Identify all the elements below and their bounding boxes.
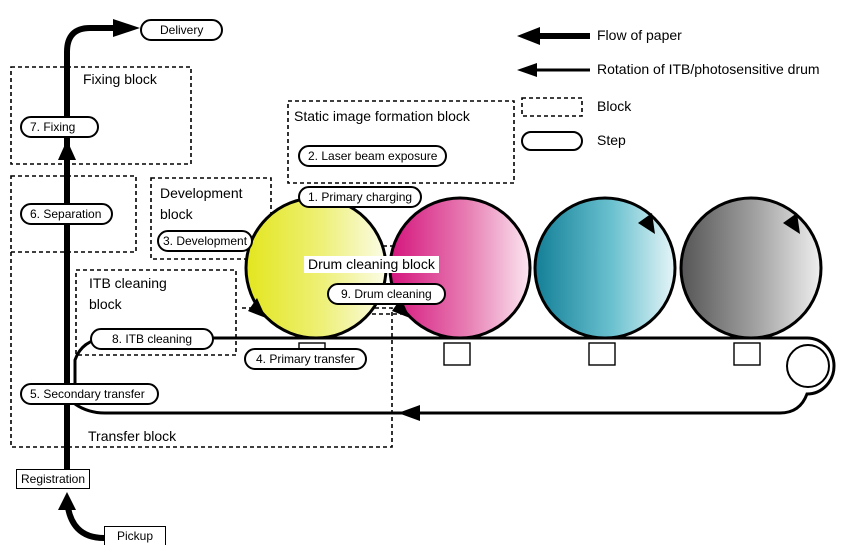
itb-belt-arrowhead <box>398 405 420 421</box>
fixing-block-title: Fixing block <box>83 71 157 87</box>
drum-black <box>679 196 823 340</box>
transfer-roller-3 <box>588 342 616 366</box>
itb-belt <box>74 336 836 415</box>
step-laser-beam-exposure: 2. Laser beam exposure <box>298 145 448 167</box>
step-itb-cleaning: 8. ITB cleaning <box>90 328 215 350</box>
legend-step-swatch <box>521 131 583 151</box>
legend-rotation-arrowhead <box>517 63 537 77</box>
transfer-block <box>10 175 137 253</box>
drum-cleaning-block-title: Drum cleaning block <box>304 256 439 273</box>
static-image-block-title: Static image formation block <box>294 108 470 124</box>
step-secondary-transfer: 5. Secondary transfer <box>20 383 159 405</box>
legend-step-label: Step <box>597 132 626 148</box>
development-block-title-line1: Development <box>160 185 243 201</box>
step-fixing: 7. Fixing <box>20 116 100 138</box>
itb-cleaning-block <box>75 269 237 356</box>
step-delivery: Delivery <box>140 19 224 41</box>
step-separation: 6. Separation <box>20 203 114 225</box>
step-primary-transfer: 4. Primary transfer <box>244 348 367 370</box>
legend-block-swatch <box>521 97 583 117</box>
legend-rotation-label: Rotation of ITB/photosensitive drum <box>597 61 820 77</box>
step-drum-cleaning: 9. Drum cleaning <box>327 283 446 305</box>
transfer-roller-4 <box>733 342 761 366</box>
static-image-block <box>287 100 515 184</box>
drum-yellow-arrow <box>248 298 266 318</box>
station-pickup: Pickup <box>104 526 167 545</box>
drum-magenta-arrow <box>392 298 410 318</box>
legend-flow-label: Flow of paper <box>597 27 682 43</box>
drum-cyan <box>533 196 677 340</box>
development-block-title-line2: block <box>160 206 193 222</box>
drum-cyan-arrow <box>638 213 655 234</box>
step-primary-charging: 1. Primary charging <box>298 186 423 208</box>
transfer-block-title: Transfer block <box>88 428 177 444</box>
fixing-block <box>10 66 192 165</box>
development-block <box>150 177 272 260</box>
paper-arrow-fixing <box>58 140 76 160</box>
drum-black-arrow <box>783 213 800 234</box>
itb-roller <box>786 344 830 388</box>
station-registration: Registration <box>16 469 91 489</box>
legend-flow-arrowhead <box>517 27 540 45</box>
transfer-roller-2 <box>443 342 471 366</box>
itb-cleaning-block-title-line2: block <box>89 296 122 312</box>
paper-path-main <box>64 25 118 475</box>
paper-arrow-registration <box>58 492 76 510</box>
step-development: 3. Development <box>157 230 254 252</box>
paper-arrowhead-delivery <box>113 19 140 37</box>
legend-block-label: Block <box>597 98 632 114</box>
itb-cleaning-block-title-line1: ITB cleaning <box>89 275 167 291</box>
